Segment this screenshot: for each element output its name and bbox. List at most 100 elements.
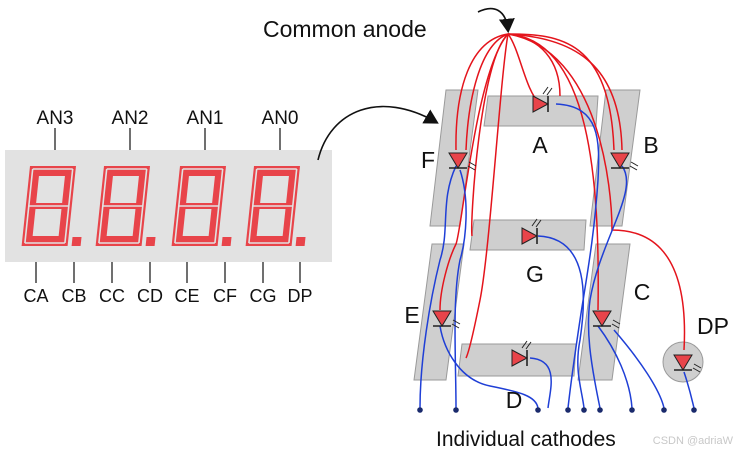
led-e — [432, 310, 461, 329]
cathode-pin-dot — [597, 407, 603, 413]
anode-label-an3: AN3 — [37, 108, 74, 129]
led-emission-arrow — [525, 341, 532, 350]
digit-hole-top — [36, 176, 65, 203]
cathode-pin-dot — [629, 407, 635, 413]
digit-hole-top — [186, 176, 215, 203]
led-b — [610, 152, 639, 171]
segment-label-g: G — [526, 261, 544, 287]
cathode-labels: CA CB CC CD CE CF CG DP — [23, 286, 312, 306]
digit-hole-bottom — [106, 209, 136, 236]
curved-arrow-to-segments — [317, 105, 439, 161]
led-emission-arrow — [452, 319, 461, 325]
cathode-label-cb: CB — [61, 286, 86, 306]
digit-segment-gap — [98, 169, 108, 243]
cathode-pin-dot — [417, 407, 423, 413]
segment-label-d: D — [506, 387, 523, 413]
led-emission-arrow — [467, 165, 476, 171]
digit-hole-top — [110, 176, 139, 203]
digit-segment-gap — [64, 169, 74, 243]
cathode-pins — [35, 262, 301, 283]
digit-2 — [171, 166, 232, 246]
cathode-label-ca: CA — [23, 286, 48, 306]
segment-label-f: F — [421, 147, 435, 173]
cathode-pin-dot — [661, 407, 667, 413]
common-anode-arrow — [477, 7, 515, 34]
led-f — [448, 152, 477, 171]
cathode-pin-dot — [535, 407, 541, 413]
digit-segment-gap — [288, 169, 298, 243]
digit-decimal-point — [221, 237, 232, 246]
led-c — [592, 310, 621, 329]
led-emission-arrow — [531, 218, 538, 227]
digit-segment-gap — [248, 169, 258, 243]
led-triangle — [521, 227, 539, 245]
led-emission-arrow — [521, 340, 528, 349]
led-triangle — [532, 95, 550, 113]
cathode-pin-dot — [565, 407, 571, 413]
segment-label-e: E — [404, 302, 419, 328]
led-emission-arrow — [535, 219, 542, 228]
cathode-label-dp: DP — [287, 286, 312, 306]
digit-hole-bottom — [182, 209, 212, 236]
led-triangle — [432, 310, 452, 327]
cathode-pin-dots — [417, 407, 697, 413]
led-emission-arrow — [542, 86, 549, 95]
digit-hole-bottom — [256, 209, 286, 236]
led-triangle — [673, 354, 693, 371]
cathode-label-cc: CC — [99, 286, 125, 306]
led-emission-arrow — [451, 323, 460, 329]
cathode-label-cg: CG — [250, 286, 277, 306]
led-a — [532, 86, 553, 113]
led-d — [511, 340, 532, 367]
led-triangle — [448, 152, 468, 169]
led-emission-arrow — [629, 165, 638, 171]
led-dp — [673, 354, 702, 373]
digit-segment-gap — [174, 169, 184, 243]
segment-label-dp: DP — [697, 313, 729, 339]
cathode-pin-dot — [691, 407, 697, 413]
led-group — [432, 86, 702, 373]
cathode-label-ce: CE — [174, 286, 199, 306]
segment-label-c: C — [634, 279, 651, 305]
digit-segment-gap — [214, 169, 224, 243]
digit-decimal-point — [295, 237, 306, 246]
cathode-label-cd: CD — [137, 286, 163, 306]
digit-hole-top — [260, 176, 289, 203]
led-emission-arrow — [693, 363, 702, 369]
led-emission-arrow — [692, 367, 701, 373]
digit-hole-bottom — [32, 209, 62, 236]
led-triangle — [511, 349, 529, 367]
digit-0 — [21, 166, 82, 246]
cathode-label-cf: CF — [213, 286, 237, 306]
led-emission-arrow — [468, 161, 477, 167]
digit-1 — [95, 166, 156, 246]
led-emission-arrow — [611, 323, 620, 329]
anode-label-an1: AN1 — [187, 108, 224, 129]
digit-decimal-point — [145, 237, 156, 246]
segment-label-b: B — [643, 132, 658, 158]
led-g — [521, 218, 542, 245]
segment-label-a: A — [532, 132, 548, 158]
led-emission-arrow — [612, 319, 621, 325]
digit-segment-gap — [24, 169, 34, 243]
digit-decimal-point — [71, 237, 82, 246]
digit-group — [21, 166, 306, 246]
digit-segment-gap — [138, 169, 148, 243]
led-triangle — [610, 152, 630, 169]
common-anode-label: Common anode — [263, 16, 427, 42]
led-emission-arrow — [546, 87, 553, 96]
anode-label-an0: AN0 — [262, 108, 299, 129]
led-emission-arrow — [630, 161, 639, 167]
anode-label-an2: AN2 — [112, 108, 149, 129]
anode-wires — [439, 33, 686, 359]
cathode-pin-dot — [453, 407, 459, 413]
digit-3 — [245, 166, 306, 246]
individual-cathodes-label: Individual cathodes — [436, 428, 616, 451]
four-digit-display: AN3 AN2 AN1 AN0 CA CB CC CD CE CF CG DP — [5, 105, 439, 306]
anode-pins — [54, 128, 281, 150]
segment-diagram: Common anode — [263, 7, 729, 451]
cathode-wires — [419, 103, 695, 409]
cathode-pin-dot — [581, 407, 587, 413]
